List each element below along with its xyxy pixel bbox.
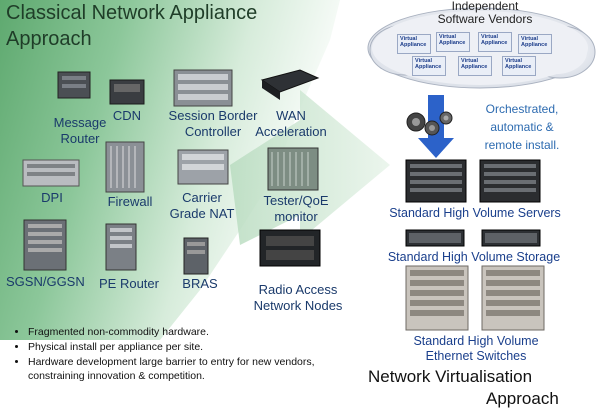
device-dpi bbox=[22, 159, 80, 187]
left-title-line2: Approach bbox=[6, 28, 92, 50]
device-sbc bbox=[173, 69, 233, 107]
device-ran bbox=[259, 229, 321, 267]
label-radio-access-network-nodes: Radio Access Network Nodes bbox=[253, 282, 343, 313]
label-storage: Standard High Volume Storage bbox=[387, 250, 561, 264]
left-title: Classical Network Appliance Approach bbox=[6, 0, 257, 52]
switches-group bbox=[405, 265, 545, 331]
right-title-line2: Approach bbox=[486, 389, 559, 408]
label-switches: Standard High Volume Ethernet Switches bbox=[396, 334, 556, 364]
label-pe-router: PE Router bbox=[99, 276, 159, 291]
label-session-border-controller: Session Border Controller bbox=[168, 108, 258, 139]
label-switches-line2: Ethernet Switches bbox=[425, 349, 527, 363]
device-sgsn bbox=[23, 219, 67, 271]
cloud-title-line1: Independent bbox=[451, 0, 519, 13]
label-servers: Standard High Volume Servers bbox=[389, 206, 561, 220]
bullet-list: Fragmented non-commodity hardware. Physi… bbox=[10, 325, 340, 384]
device-pe-router bbox=[105, 223, 137, 271]
label-cdn: CDN bbox=[112, 108, 142, 123]
device-message-router bbox=[57, 71, 91, 99]
servers-group bbox=[405, 159, 541, 203]
right-title-line1: Network Virtualisation bbox=[368, 367, 533, 386]
orchestration-line1: Orchestrated, bbox=[485, 102, 559, 116]
cloud-title-line2: Software Vendors bbox=[437, 12, 533, 26]
left-title-line1: Classical Network Appliance bbox=[6, 2, 258, 24]
bullet-item: Fragmented non-commodity hardware. bbox=[28, 325, 340, 339]
gears-icon bbox=[406, 111, 453, 136]
label-message-router: Message Router bbox=[53, 115, 107, 146]
bullet-item: Physical install per appliance per site. bbox=[28, 340, 340, 354]
cloud-title: Independent Software Vendors bbox=[410, 0, 560, 26]
device-tester bbox=[267, 147, 319, 191]
label-bras: BRAS bbox=[182, 276, 218, 291]
device-cgn bbox=[177, 149, 229, 185]
label-tester-qoe-monitor: Tester/QoE monitor bbox=[263, 193, 329, 224]
device-firewall bbox=[105, 141, 145, 193]
label-dpi: DPI bbox=[41, 190, 63, 205]
label-switches-line1: Standard High Volume bbox=[413, 334, 539, 348]
right-title: Network Virtualisation Approach bbox=[368, 366, 559, 409]
orchestration-line2: automatic & bbox=[490, 120, 554, 134]
label-wan-acceleration: WAN Acceleration bbox=[255, 108, 327, 139]
device-bras bbox=[183, 237, 209, 275]
label-firewall: Firewall bbox=[107, 194, 153, 209]
label-sgsn-ggsn: SGSN/GGSN bbox=[6, 274, 85, 289]
storage-group bbox=[405, 229, 541, 247]
orchestration-line3: remote install. bbox=[484, 138, 560, 152]
orchestration-text: Orchestrated, automatic & remote install… bbox=[452, 100, 592, 154]
device-wan bbox=[260, 69, 320, 100]
device-cdn bbox=[109, 79, 145, 105]
label-carrier-grade-nat: Carrier Grade NAT bbox=[169, 190, 235, 221]
bullet-item: Hardware development large barrier to en… bbox=[28, 355, 340, 383]
